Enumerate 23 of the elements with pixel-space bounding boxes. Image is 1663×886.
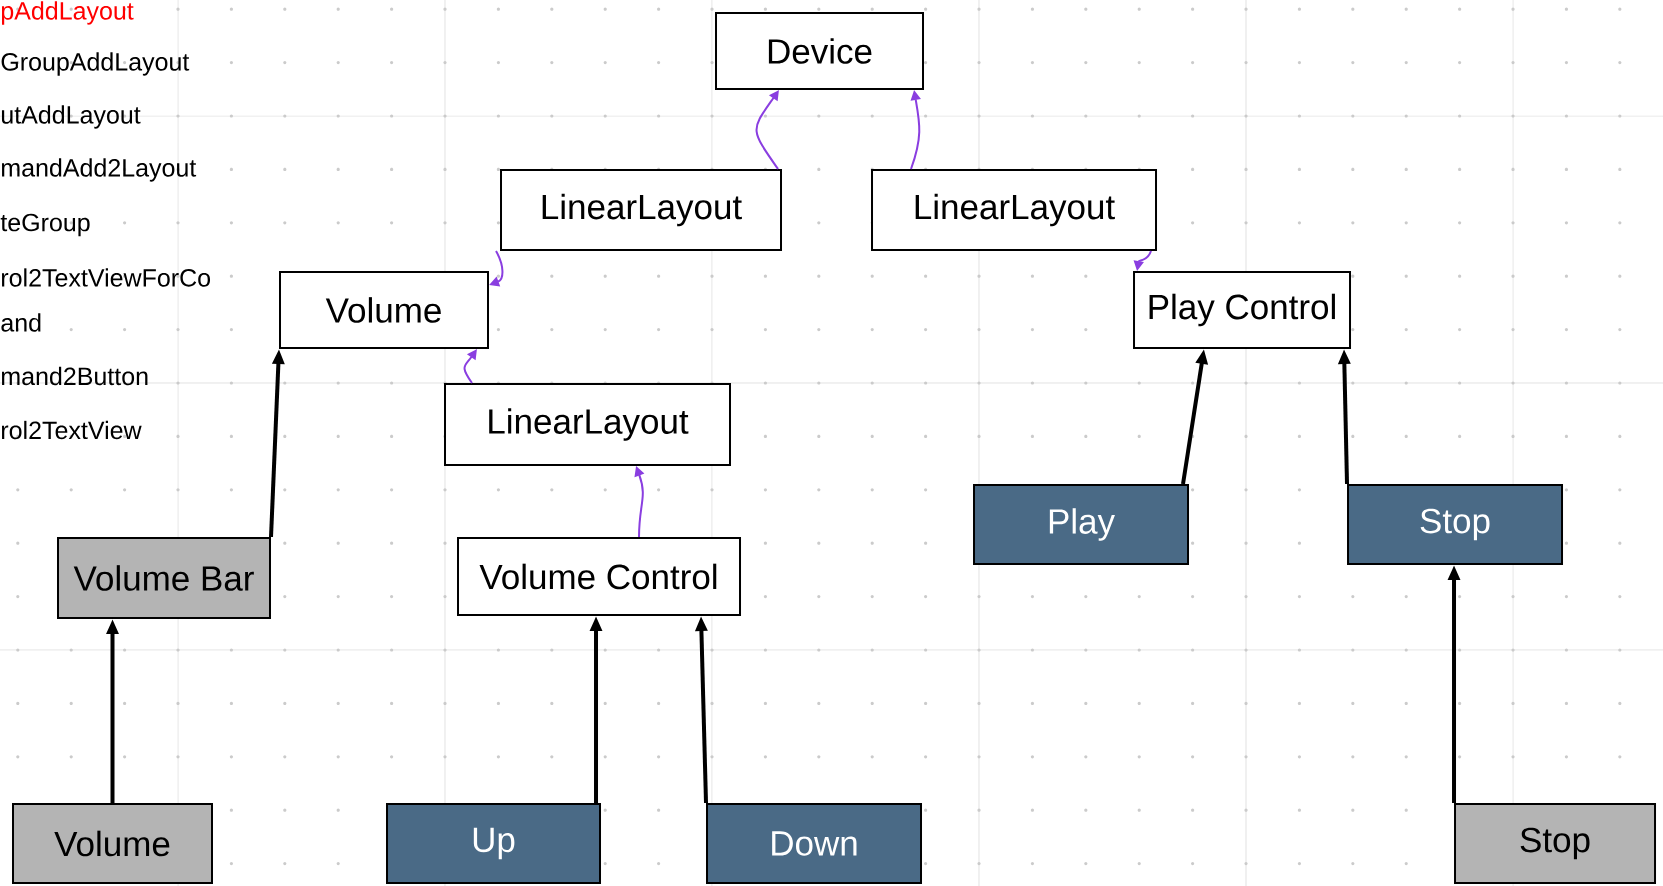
process-box: LinearLayout — [500, 169, 782, 251]
process-box: Play Control — [1133, 271, 1351, 349]
process-box: Volume Bar — [57, 537, 271, 619]
process-box: LinearLayout — [444, 383, 731, 466]
label-text: mand2Button — [2, 366, 148, 386]
label-text: mandAdd2Layout — [2, 158, 197, 182]
label-text: utAddLayout — [1, 105, 141, 129]
arrow — [755, 90, 779, 170]
process-box: LinearLayout — [871, 169, 1157, 251]
process-box: Volume — [279, 271, 489, 349]
process-box: Stop — [1454, 803, 1656, 884]
process-box: Volume — [12, 803, 213, 884]
button-box: Up — [386, 803, 601, 884]
process-box: Device — [715, 12, 924, 90]
process-box: Volume Control — [457, 537, 741, 616]
button-box: Down — [706, 803, 922, 884]
button-box: Play — [973, 484, 1189, 565]
label-text: GroupAddLayout — [1, 52, 190, 76]
label-text: rol2TextView — [2, 420, 142, 440]
arrow — [463, 349, 477, 384]
label-text: pAddLayout — [1, 1, 134, 25]
button-box: Stop — [1347, 484, 1563, 565]
label-text: teGroup — [0, 213, 90, 237]
